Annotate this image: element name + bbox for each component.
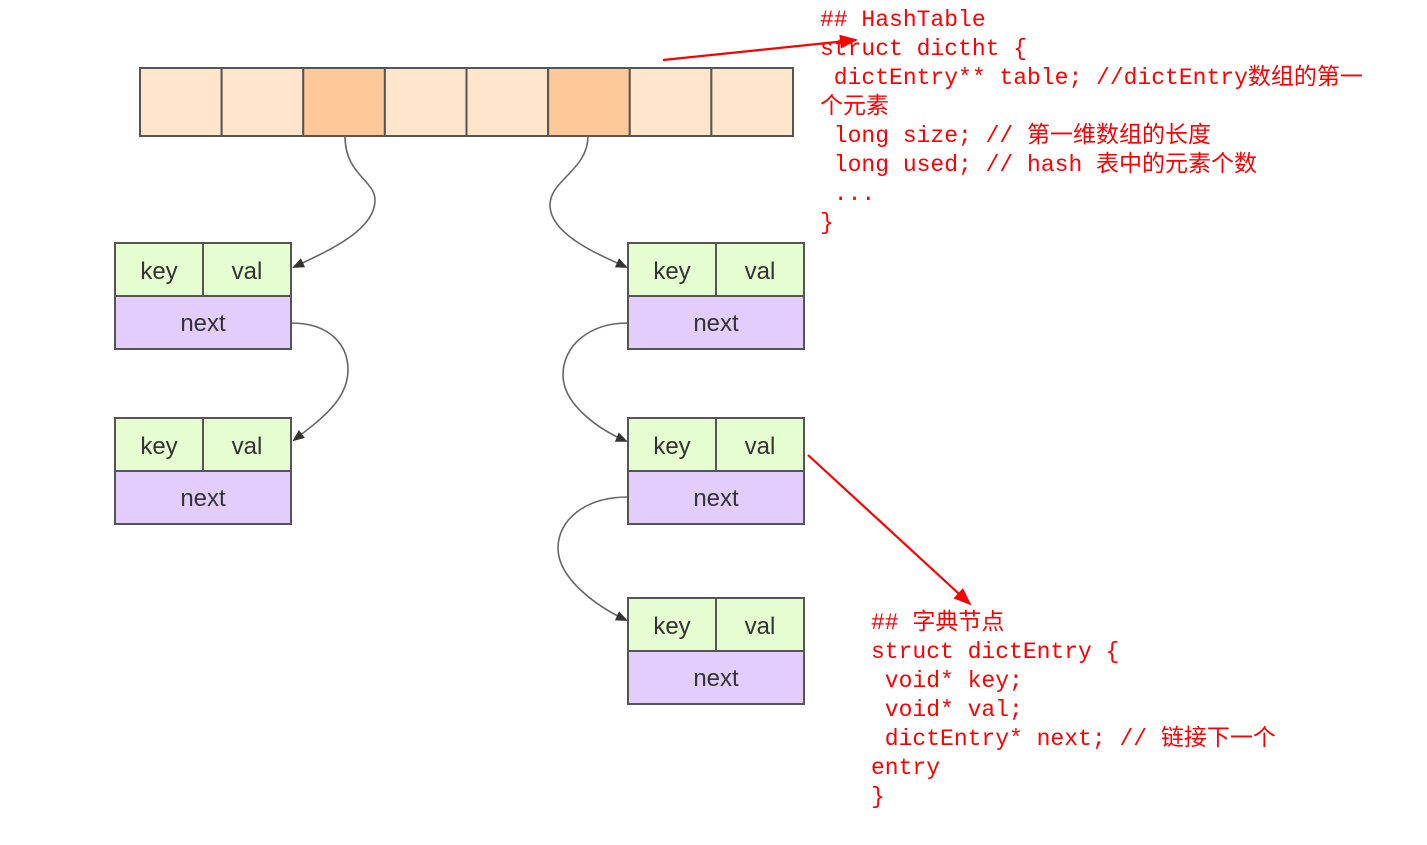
bucket-0 — [139, 67, 223, 137]
left-entry-next-link — [290, 322, 349, 442]
hashtable-annotation-arrow — [662, 34, 858, 62]
key-label: key — [140, 433, 177, 460]
right-entry1-next-link — [562, 322, 629, 442]
bucket-5-to-entry-link — [549, 135, 628, 268]
key-label: key — [653, 613, 690, 640]
bucket-4 — [465, 67, 550, 137]
hashtable-code-line: } — [820, 210, 834, 236]
key-cell — [627, 242, 717, 297]
key-label: key — [653, 258, 690, 285]
dictentry-struct-code: ## 字典节点 struct dictEntry { void* key; voi… — [871, 609, 1276, 812]
key-cell — [627, 597, 717, 652]
val-cell — [715, 417, 805, 472]
bucket-3 — [383, 67, 468, 137]
next-label: next — [693, 485, 739, 512]
bucket-5 — [547, 67, 631, 137]
val-cell — [715, 597, 805, 652]
next-cell — [114, 470, 292, 525]
dictentry-code-line: entry — [871, 755, 941, 781]
hashtable-code-line: ## HashTable — [820, 7, 986, 33]
dictentry-code-line: dictEntry* next; // 链接下一个 — [871, 726, 1276, 752]
key-cell — [114, 417, 204, 472]
hashtable-code-line: 个元素 — [820, 94, 889, 120]
hashtable-struct-code: ## HashTable struct dictht { dictEntry** … — [820, 6, 1363, 238]
hashtable-code-line: struct dictht { — [820, 36, 1028, 62]
val-label: val — [745, 613, 776, 640]
key-cell — [114, 242, 204, 297]
next-label: next — [693, 310, 739, 337]
hashtable-code-line: long size; // 第一维数组的长度 — [820, 123, 1212, 149]
right-entry2-next-link — [557, 496, 629, 621]
bucket-1 — [220, 67, 305, 137]
val-label: val — [745, 258, 776, 285]
bucket-2-to-entry-link — [292, 135, 376, 268]
dictentry-code-line: ## 字典节点 — [871, 610, 1005, 636]
next-cell — [627, 650, 805, 705]
key-label: key — [653, 433, 690, 460]
hashtable-code-line: ... — [820, 181, 876, 207]
bucket-7 — [710, 67, 794, 137]
dictentry-code-line: } — [871, 784, 885, 810]
next-label: next — [180, 485, 226, 512]
hashtable-code-line: long used; // hash 表中的元素个数 — [820, 152, 1258, 178]
next-label: next — [180, 310, 226, 337]
next-label: next — [693, 665, 739, 692]
key-label: key — [140, 258, 177, 285]
val-label: val — [232, 433, 263, 460]
entry-annotation-arrow — [807, 454, 972, 606]
dictentry-code-line: void* val; — [871, 697, 1023, 723]
val-label: val — [745, 433, 776, 460]
bucket-6 — [628, 67, 713, 137]
next-cell — [627, 295, 805, 350]
key-cell — [627, 417, 717, 472]
dictentry-code-line: struct dictEntry { — [871, 639, 1120, 665]
dictentry-code-line: void* key; — [871, 668, 1023, 694]
next-cell — [627, 470, 805, 525]
val-cell — [202, 242, 292, 297]
bucket-array — [139, 67, 794, 137]
hashtable-code-line: dictEntry** table; //dictEntry数组的第一 — [820, 65, 1363, 91]
next-cell — [114, 295, 292, 350]
bucket-2 — [302, 67, 386, 137]
val-label: val — [232, 258, 263, 285]
chain-links — [290, 135, 629, 621]
